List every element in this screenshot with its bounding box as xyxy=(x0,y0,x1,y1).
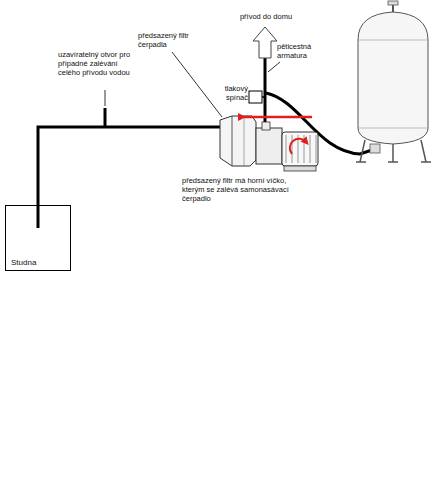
rotation-arrow xyxy=(290,139,306,154)
opening-note: uzavíratelný otvor pro případné zalévání… xyxy=(58,50,140,77)
flow-arrow xyxy=(244,116,312,119)
well-box: Studna xyxy=(5,205,71,271)
filter-note: předsazený filtr má horní víčko, kterým … xyxy=(182,176,294,203)
outlet-pipe xyxy=(264,58,267,132)
leader-line xyxy=(268,62,280,72)
fill-opening xyxy=(104,108,107,127)
leader-line xyxy=(105,90,106,106)
leader-lines xyxy=(105,52,280,117)
destination-label: přívod do domu xyxy=(230,12,302,21)
pump xyxy=(220,116,318,171)
pressure-tank xyxy=(356,1,431,162)
fitting-label: pěticestná armatura xyxy=(277,42,321,60)
flow-up-arrow xyxy=(253,27,277,58)
leader-line xyxy=(172,52,222,117)
node-text: Studna xyxy=(6,255,41,270)
pressure-switch xyxy=(249,91,262,103)
filter-label: předsazený filtr čerpadla xyxy=(138,31,210,49)
switch-stem xyxy=(262,96,265,98)
switch-label: tlakový spínač xyxy=(214,84,248,102)
